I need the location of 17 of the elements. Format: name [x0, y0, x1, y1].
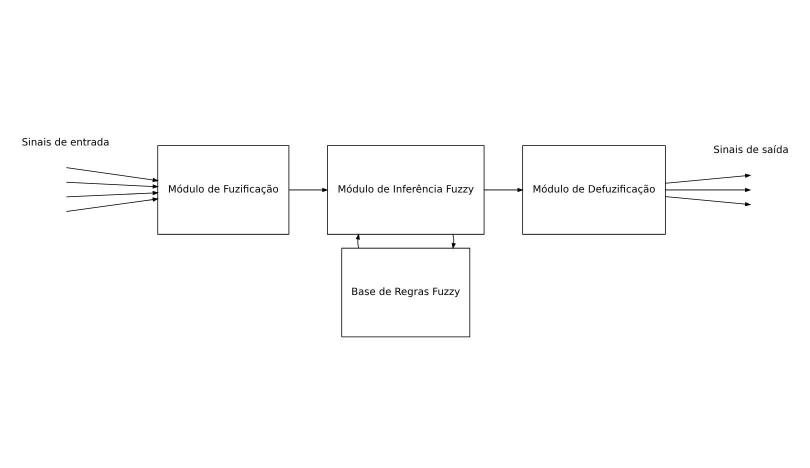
node-box: Módulo de Fuzificação — [157, 144, 290, 234]
arrow — [665, 196, 752, 206]
arrow — [452, 234, 456, 249]
node-box: Módulo de Defuzificação — [522, 144, 666, 234]
arrow — [66, 196, 159, 212]
arrow — [665, 187, 752, 192]
arrow — [66, 181, 159, 188]
arrow — [288, 187, 328, 192]
node-box: Base de Regras Fuzzy — [341, 247, 470, 337]
arrow — [66, 190, 159, 197]
arrow — [356, 232, 360, 248]
node-box: Módulo de Inferência Fuzzy — [327, 144, 484, 234]
arrow — [484, 187, 524, 192]
arrow — [66, 166, 159, 182]
arrow — [665, 173, 752, 184]
label: Sinais de entrada — [22, 137, 110, 148]
label: Sinais de saída — [713, 144, 789, 156]
